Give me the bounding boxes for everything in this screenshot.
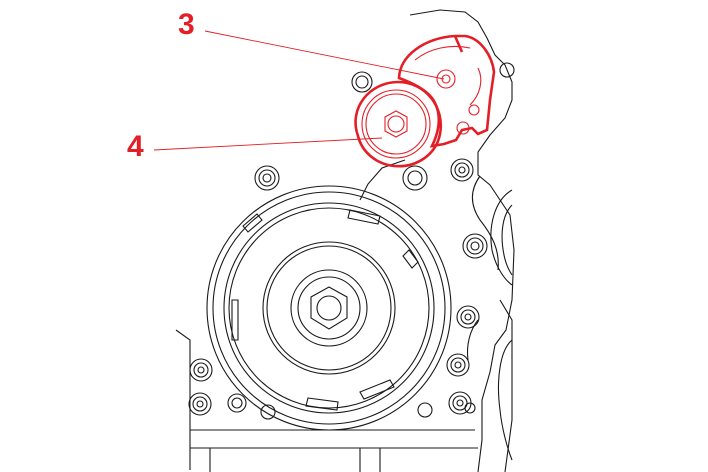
block-outline-upper [409, 9, 513, 216]
block-edge-right [499, 299, 513, 472]
callout-label-3: 3 [178, 8, 195, 41]
block-recess [471, 175, 499, 271]
bolt-heads [188, 62, 515, 420]
front-cover-edge [175, 329, 191, 470]
bolt-head [227, 393, 247, 413]
bolt-head [464, 402, 476, 414]
leader-line-3 [204, 30, 445, 80]
idler-pulley [354, 80, 443, 168]
bolt-head [188, 392, 212, 416]
pulley-slot [347, 209, 381, 225]
pulley-slot [359, 379, 395, 400]
pulley-slot [305, 397, 339, 411]
bolt-head [351, 71, 373, 93]
block-edge-inner [466, 319, 479, 361]
accessory-pulley-partial [490, 189, 513, 461]
bolt-head [446, 353, 470, 377]
bolt-head [402, 165, 428, 191]
block-outline-lower-right [477, 214, 515, 472]
pulley-slot [242, 213, 263, 233]
pulley-slot [402, 249, 419, 269]
oil-pan-detail [209, 448, 381, 472]
bolt-head [189, 358, 213, 382]
bolt-head [260, 404, 276, 420]
pulley-slot [231, 299, 239, 341]
bolt-head [462, 233, 488, 259]
bolt-head [417, 402, 433, 418]
crankshaft-bolt-hex [310, 286, 348, 330]
tensioner-bracket-details [414, 45, 482, 135]
idler-pulley-bolt-hex [384, 110, 408, 138]
bolt-head [456, 305, 480, 329]
callout-label-4: 4 [127, 130, 144, 163]
leader-line-4 [153, 137, 383, 151]
tensioner-bracket [397, 34, 496, 148]
highlighted-parts [354, 34, 496, 168]
bolt-head [450, 158, 474, 182]
block-outline-left [359, 159, 406, 201]
bolt-head [254, 165, 280, 191]
engine-line-art [175, 9, 515, 472]
leader-lines [153, 30, 445, 151]
bolt-head [499, 62, 515, 78]
crankshaft-pulley [206, 185, 452, 431]
